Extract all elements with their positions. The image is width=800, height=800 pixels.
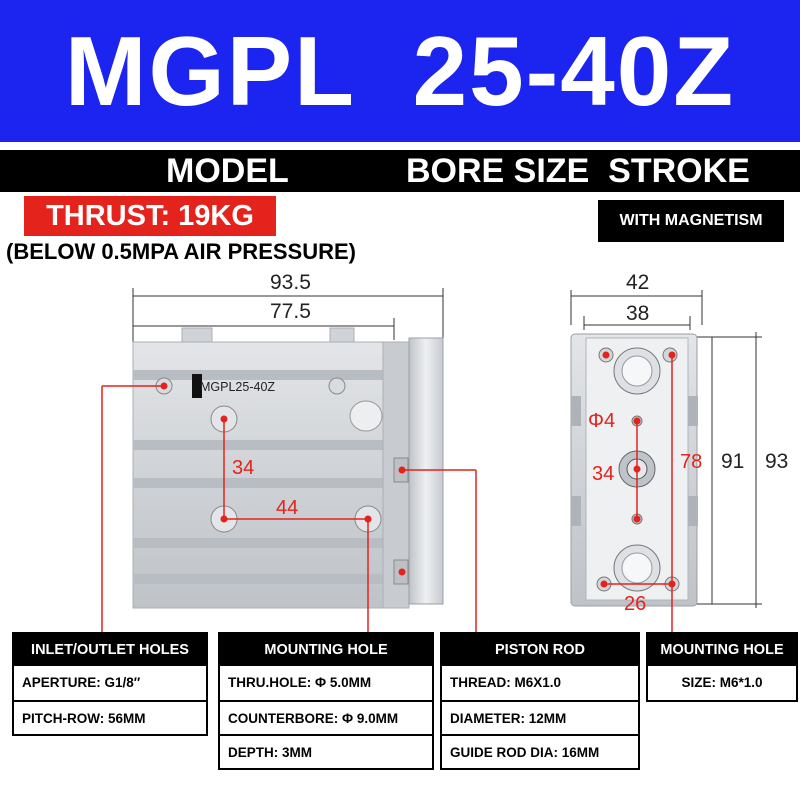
spec-box-mounting-hole: MOUNTING HOLE THRU.HOLE: Φ 5.0MM COUNTER… [218,632,434,770]
spec-row: DIAMETER: 12MM [442,700,638,734]
dim-width: 42 [626,271,650,294]
spec-box-title: MOUNTING HOLE [648,634,796,666]
model-label: MODEL [166,152,289,190]
spec-row: THREAD: M6X1.0 [450,675,562,690]
spec-row: COUNTERBORE: Φ 9.0MM [220,700,432,734]
dim-center-gap: 34 [592,463,615,485]
magnetism-badge: WITH MAGNETISM [598,200,784,242]
spec-box-mounting-hole-end: MOUNTING HOLE SIZE: M6*1.0 [646,632,798,702]
spec-box-title: INLET/OUTLET HOLES [14,634,206,666]
spec-box-inlet-outlet: INLET/OUTLET HOLES APERTURE: G1/8′′ PITC… [12,632,208,736]
spec-row: PITCH-ROW: 56MM [14,700,206,734]
side-leader-dots [160,382,406,576]
spec-row: APERTURE: G1/8′′ [22,675,141,690]
dim-hole-spacing-h: 44 [276,497,299,519]
dim-height-inner: 91 [721,450,745,473]
side-leaders [101,385,477,632]
spec-row: DEPTH: 3MM [220,734,432,768]
engraving-label: MGPL25-40Z [200,380,276,394]
bore-stroke-label: BORE SIZE STROKE [406,152,750,190]
cylinder-side-view [132,327,444,609]
product-title: MGPL 25-40Z [64,16,736,126]
spec-box-piston-rod: PISTON ROD THREAD: M6X1.0 DIAMETER: 12MM… [440,632,640,770]
dim-height-total: 93 [765,450,789,473]
dim-hole-pitch-h: 26 [624,593,647,615]
dim-inner-width: 38 [626,302,650,325]
spec-row: SIZE: M6*1.0 [681,675,763,690]
spec-box-title: PISTON ROD [442,634,638,666]
spec-row: GUIDE ROD DIA: 16MM [442,734,638,768]
thrust-badge: THRUST: 19KG [24,196,276,236]
spec-box-title: MOUNTING HOLE [220,634,432,666]
dim-body-length: 77.5 [270,300,311,323]
end-leader-dots [600,351,676,588]
pressure-note: (BELOW 0.5MPA AIR PRESSURE) [6,239,356,264]
end-dimension-lines [570,290,762,608]
title-banner [0,0,800,142]
dim-overall-length: 93.5 [270,271,311,294]
dim-hole-pitch-v: 78 [680,451,703,473]
model-bar [0,150,800,192]
dim-hole-dia: Φ4 [588,410,616,432]
spec-row: THRU.HOLE: Φ 5.0MM [228,675,372,690]
dim-hole-spacing-v: 34 [232,457,255,479]
